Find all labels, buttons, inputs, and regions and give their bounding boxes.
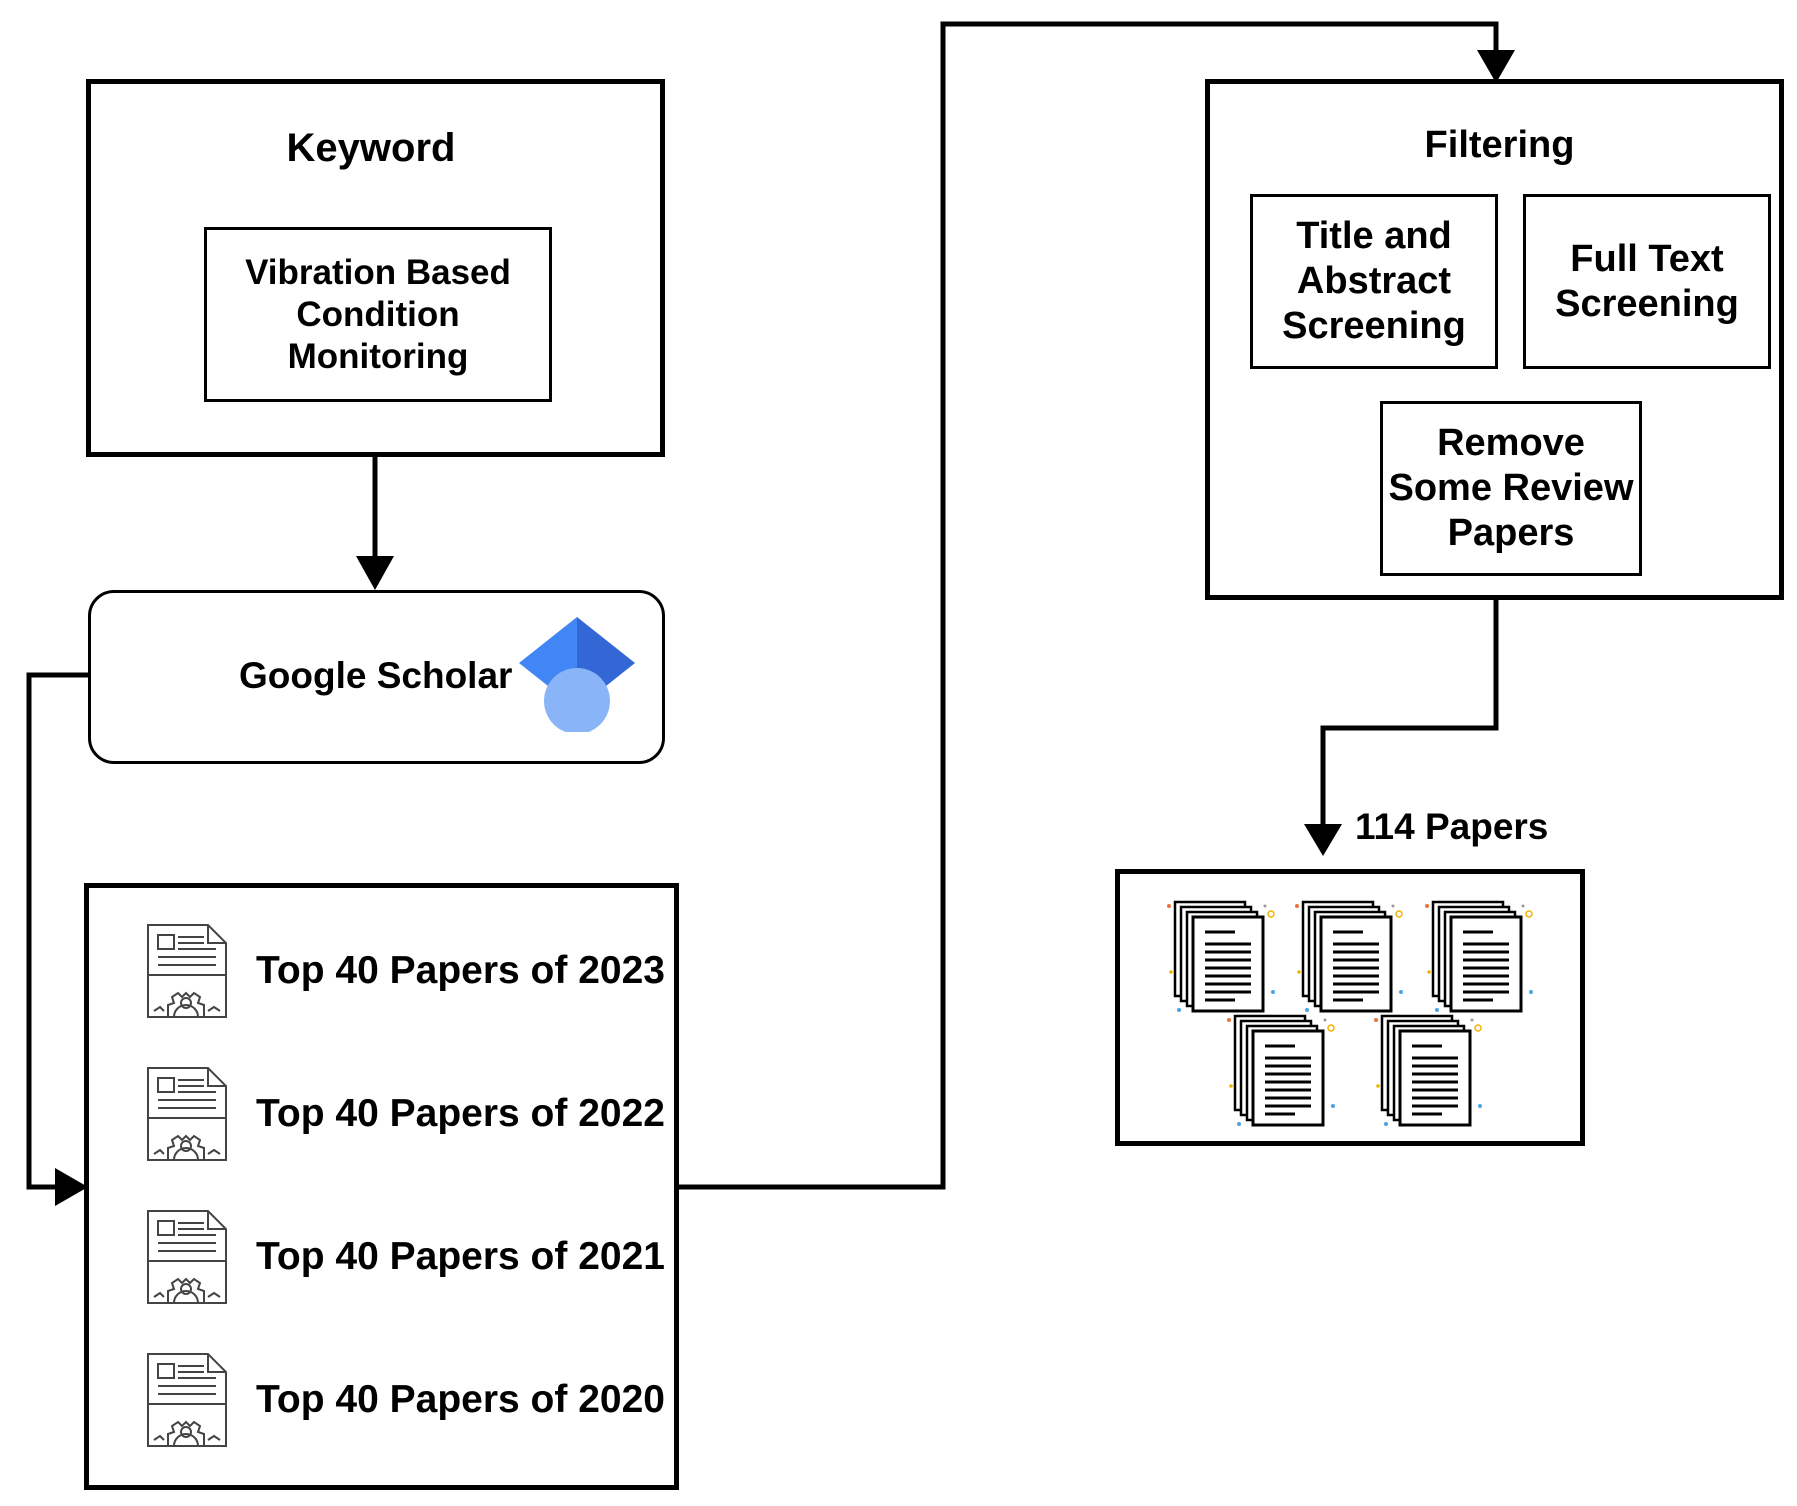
filter-step-label: Full Text Screening (1555, 237, 1739, 325)
filter-step-label: Title and Abstract Screening (1282, 215, 1466, 347)
keyword-term-label: Vibration Based Condition Monitoring (245, 252, 511, 376)
document-stack-icon (1165, 900, 1535, 1128)
paper-row-label: Top 40 Papers of 2023 (256, 949, 665, 992)
paper-row-label: Top 40 Papers of 2022 (256, 1092, 665, 1135)
google-scholar-label: Google Scholar (239, 655, 513, 696)
filter-step-title-abstract: Title and Abstract Screening (1250, 194, 1498, 369)
filter-step-label: Remove Some Review Papers (1388, 422, 1634, 554)
keyword-title: Keyword (286, 126, 456, 170)
result-label: 114 Papers (1355, 806, 1549, 847)
paper-row-2022: Top 40 Papers of 2022 (146, 1066, 665, 1162)
filter-step-full-text: Full Text Screening (1523, 194, 1771, 369)
google-scholar-icon (519, 617, 635, 732)
papers-box (84, 883, 679, 1490)
paper-row-label: Top 40 Papers of 2021 (256, 1235, 665, 1278)
document-gear-icon (147, 1353, 227, 1447)
result-box (1115, 869, 1585, 1146)
arrowhead-result (1304, 824, 1342, 856)
paper-row-label: Top 40 Papers of 2020 (256, 1378, 665, 1421)
paper-row-2021: Top 40 Papers of 2021 (146, 1209, 665, 1305)
keyword-term: Vibration Based Condition Monitoring (204, 227, 552, 402)
paper-row-2020: Top 40 Papers of 2020 (146, 1352, 665, 1448)
paper-row-2023: Top 40 Papers of 2023 (146, 923, 665, 1019)
filter-step-remove-reviews: Remove Some Review Papers (1380, 401, 1642, 576)
document-gear-icon (147, 1210, 227, 1304)
arrow-papers-to-filtering (677, 21, 1499, 1190)
arrowhead-filtering (1477, 50, 1515, 83)
keyword-box: Keyword Vibration Based Condition Monito… (86, 79, 665, 457)
document-gear-icon (147, 924, 227, 1018)
arrow-scholar-to-papers (26, 672, 88, 1190)
arrowhead-scholar (356, 556, 394, 590)
arrow-filtering-to-result (1320, 600, 1499, 838)
document-gear-icon (147, 1067, 227, 1161)
google-scholar-box: Google Scholar (88, 590, 665, 764)
arrowhead-papers (55, 1168, 88, 1206)
filtering-box: Filtering Title and Abstract Screening F… (1205, 79, 1784, 600)
filtering-title: Filtering (1424, 124, 1575, 166)
